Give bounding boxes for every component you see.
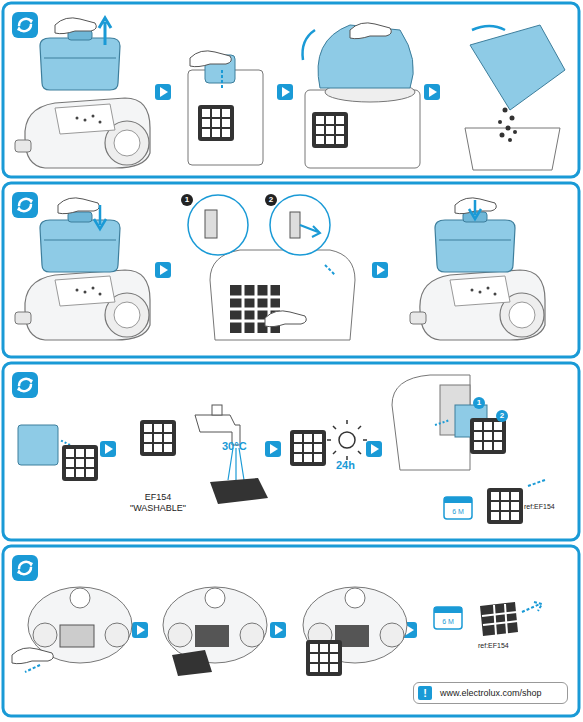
step-open-lid — [303, 23, 421, 168]
callout-number: 1 — [181, 194, 193, 206]
calendar-icon: 6 M — [434, 613, 462, 629]
step-remove-container — [15, 18, 150, 168]
label-text: 30°C — [222, 441, 247, 452]
interval-text: 6 M — [452, 508, 464, 515]
step-release-filter — [188, 51, 263, 165]
callout-number: 1 — [473, 397, 485, 409]
label-text: "WASHABLE" — [123, 503, 193, 514]
shop-link-box: ! www.electrolux.com/shop — [413, 682, 568, 704]
step-empty-dust — [465, 25, 565, 170]
panel-frames — [3, 3, 579, 716]
warning-icon: ! — [418, 686, 432, 700]
step-arrows — [100, 84, 440, 638]
shop-url: www.electrolux.com/shop — [440, 688, 542, 698]
step-close-container — [410, 198, 545, 340]
step-replace-exhaust-filter — [12, 587, 542, 676]
callout-number: 2 — [265, 194, 277, 206]
label-text: 24h — [336, 460, 355, 471]
label-text: ref:EF154 — [524, 501, 555, 512]
label-text: ref:EF154 — [478, 640, 509, 651]
label-text: EF154 — [128, 492, 188, 503]
step-filter-detail — [188, 195, 355, 340]
interval-text: 6 M — [442, 618, 454, 625]
calendar-icon: 6 M — [444, 503, 472, 519]
step-wash-filter — [18, 375, 545, 524]
step-insert-container — [15, 198, 150, 340]
callout-number: 2 — [496, 410, 508, 422]
